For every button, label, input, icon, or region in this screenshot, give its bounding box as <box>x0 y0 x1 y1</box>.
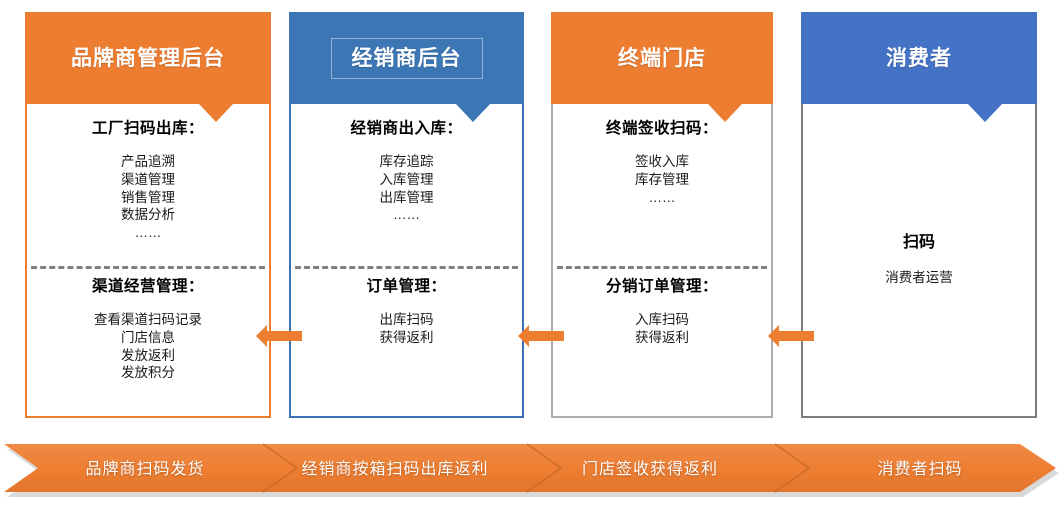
column-title: 品牌商管理后台 <box>71 46 225 70</box>
process-columns: 品牌商管理后台 工厂扫码出库： 产品追溯 渠道管理 销售管理 数据分析 …… 渠… <box>25 12 1037 418</box>
section-divider <box>295 266 518 269</box>
list-item: 销售管理 <box>121 189 175 205</box>
section-consumer-scan: 扫码 消费者运营 <box>803 228 1035 286</box>
list-item: 出库扫码 <box>379 312 434 328</box>
section-heading: 工厂扫码出库： <box>91 120 204 137</box>
list-item: 发放返利 <box>121 347 175 363</box>
list-item: 入库管理 <box>379 171 434 187</box>
section-subtitle: 消费者运营 <box>885 270 953 285</box>
section-distributor-inout: 经销商出入库： 库存追踪 入库管理 出库管理 …… <box>291 120 522 224</box>
section-heading: 扫码 <box>902 234 935 251</box>
list-item: 库存追踪 <box>379 154 434 170</box>
list-item: 签收入库 <box>635 154 689 170</box>
section-item-list: 出库扫码 获得返利 <box>291 311 522 347</box>
column-body-brand-owner: 工厂扫码出库： 产品追溯 渠道管理 销售管理 数据分析 …… 渠道经营管理： 查… <box>27 106 269 416</box>
section-item-list: 入库扫码 获得返利 <box>553 311 771 347</box>
arrow-consumer-to-store-icon <box>768 318 814 354</box>
list-item: 出库管理 <box>379 189 434 205</box>
column-header-brand-owner: 品牌商管理后台 <box>25 12 271 104</box>
arrow-store-to-distributor-icon <box>256 318 302 354</box>
list-item: 获得返利 <box>635 329 689 345</box>
list-item: 产品追溯 <box>121 154 175 170</box>
list-item: 数据分析 <box>121 207 175 223</box>
list-item: 获得返利 <box>379 329 434 345</box>
list-item: …… <box>134 225 162 241</box>
section-distribution-order: 分销订单管理： 入库扫码 获得返利 <box>553 278 771 347</box>
section-item-list: 库存追踪 入库管理 出库管理 …… <box>291 153 522 224</box>
arrow-distributor-to-brand-icon <box>518 318 564 354</box>
column-body-distributor: 经销商出入库： 库存追踪 入库管理 出库管理 …… 订单管理： 出库扫码 获得返… <box>291 106 522 416</box>
section-heading: 经销商出入库： <box>350 120 463 137</box>
banner-step-label-1: 品牌商扫码发货 <box>85 461 205 478</box>
header-notch-icon <box>708 104 742 122</box>
section-item-list: 产品追溯 渠道管理 销售管理 数据分析 …… <box>27 153 269 242</box>
section-divider <box>557 266 767 269</box>
section-heading: 渠道经营管理： <box>91 278 204 295</box>
column-body-consumer: 扫码 消费者运营 <box>803 106 1035 416</box>
section-heading: 终端签收扫码： <box>605 120 718 137</box>
section-item-list: 查看渠道扫码记录 门店信息 发放返利 发放积分 <box>27 311 269 382</box>
list-item: 发放积分 <box>121 365 175 381</box>
section-terminal-receive-scan: 终端签收扫码： 签收入库 库存管理 …… <box>553 120 771 206</box>
section-heading: 订单管理： <box>366 278 447 295</box>
column-title: 经销商后台 <box>330 37 483 79</box>
column-terminal-store[interactable]: 终端门店 终端签收扫码： 签收入库 库存管理 …… 分销订单管理： 入库扫码 获… <box>551 12 773 418</box>
column-title: 消费者 <box>886 46 952 70</box>
column-header-terminal-store: 终端门店 <box>551 12 773 104</box>
list-item: 门店信息 <box>121 329 175 345</box>
header-notch-icon <box>968 104 1002 122</box>
banner-step-label-4: 消费者扫码 <box>877 461 963 478</box>
list-item: 查看渠道扫码记录 <box>94 312 202 328</box>
section-channel-operation: 渠道经营管理： 查看渠道扫码记录 门店信息 发放返利 发放积分 <box>27 278 269 382</box>
column-title: 终端门店 <box>618 46 706 70</box>
list-item: 渠道管理 <box>121 171 175 187</box>
list-item: 库存管理 <box>635 171 689 187</box>
list-item: …… <box>393 207 420 223</box>
banner-step-label-3: 门店签收获得返利 <box>581 461 718 478</box>
column-header-consumer: 消费者 <box>801 12 1037 104</box>
section-heading: 分销订单管理： <box>605 278 718 295</box>
list-item: 入库扫码 <box>635 312 689 328</box>
header-notch-icon <box>456 104 490 122</box>
column-distributor-console[interactable]: 经销商后台 经销商出入库： 库存追踪 入库管理 出库管理 …… 订单管理： 出库… <box>289 12 524 418</box>
column-consumer[interactable]: 消费者 扫码 消费者运营 <box>801 12 1037 418</box>
column-brand-owner-console[interactable]: 品牌商管理后台 工厂扫码出库： 产品追溯 渠道管理 销售管理 数据分析 …… 渠… <box>25 12 271 418</box>
header-notch-icon <box>199 104 233 122</box>
section-order-management: 订单管理： 出库扫码 获得返利 <box>291 278 522 347</box>
process-flow-banner <box>0 440 1064 500</box>
section-item-list: 签收入库 库存管理 …… <box>553 153 771 206</box>
section-factory-scan-out: 工厂扫码出库： 产品追溯 渠道管理 销售管理 数据分析 …… <box>27 120 269 242</box>
column-body-terminal-store: 终端签收扫码： 签收入库 库存管理 …… 分销订单管理： 入库扫码 获得返利 <box>553 106 771 416</box>
column-header-distributor: 经销商后台 <box>289 12 524 104</box>
section-divider <box>31 266 265 269</box>
list-item: …… <box>648 189 676 205</box>
banner-step-label-2: 经销商按箱扫码出库返利 <box>301 461 489 478</box>
